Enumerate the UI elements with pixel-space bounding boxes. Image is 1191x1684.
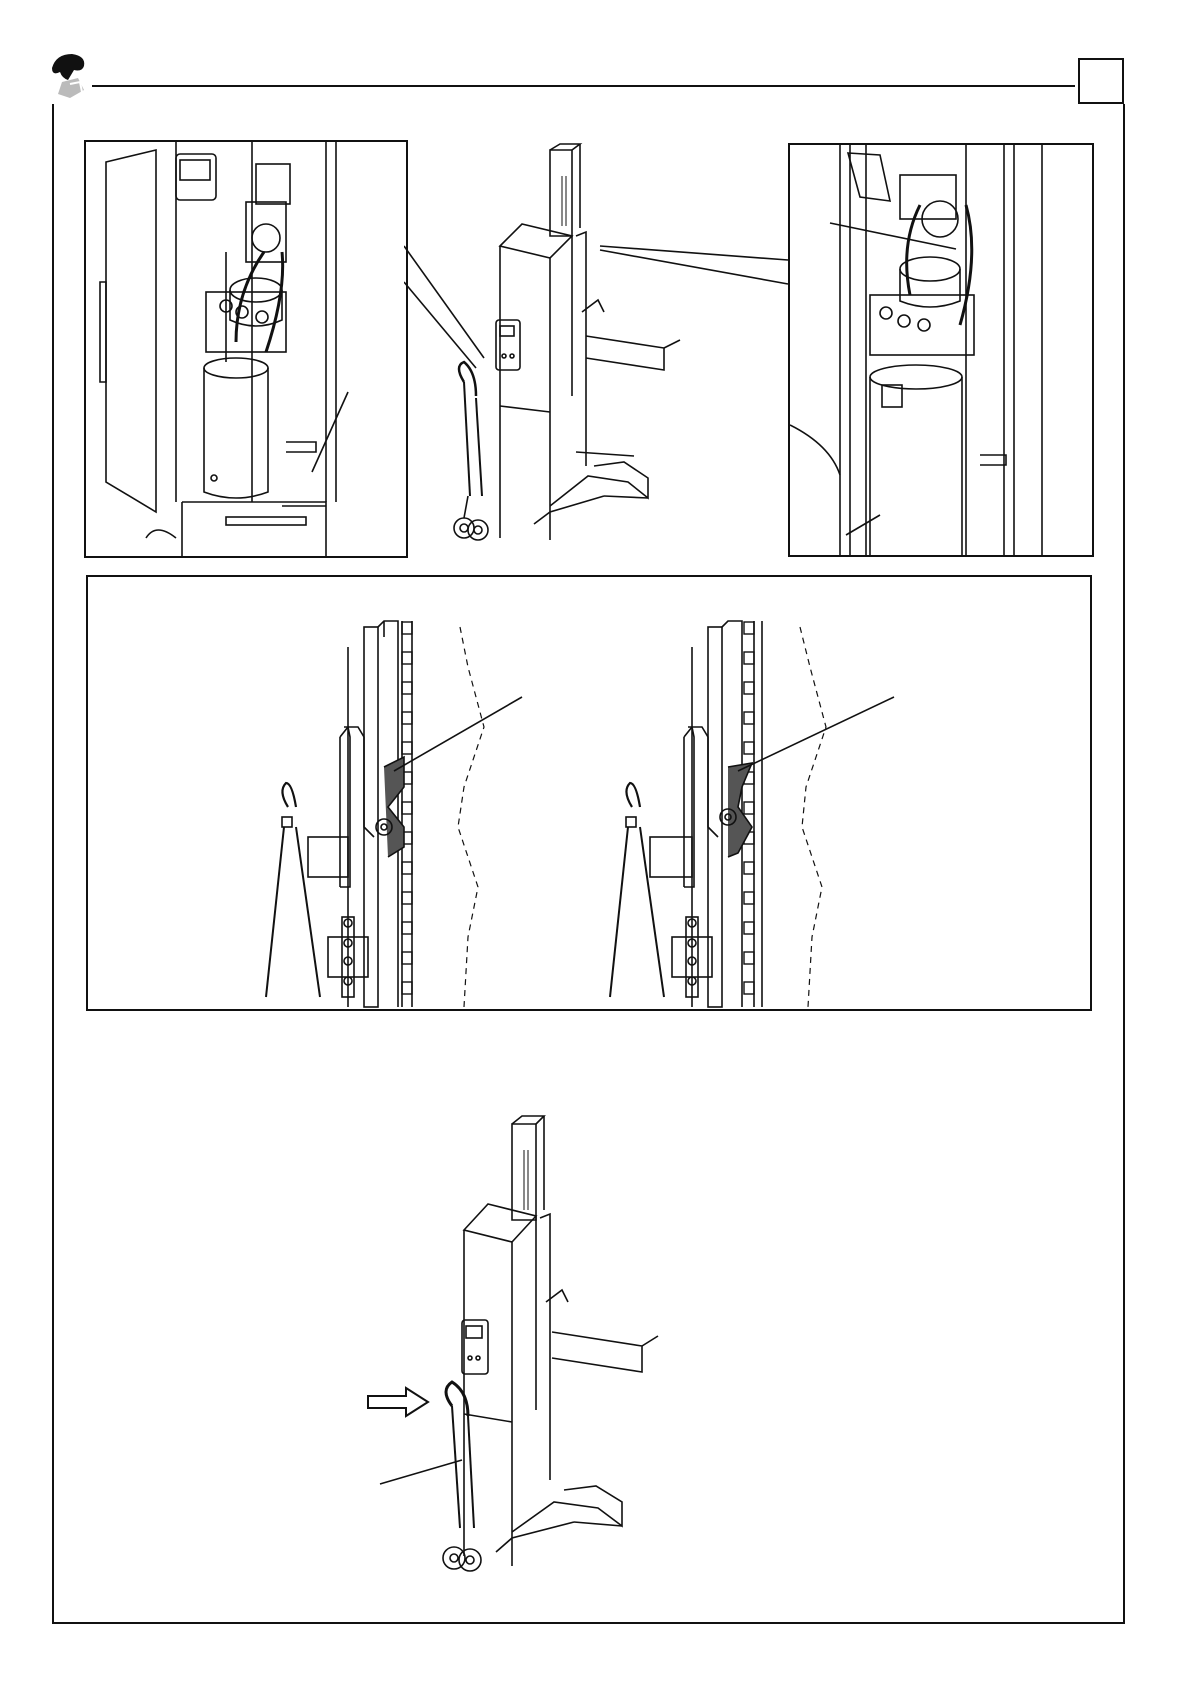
header [0, 0, 1191, 110]
arrow-right-icon [368, 1388, 428, 1416]
safety-lock-drawings [88, 577, 1090, 1009]
safety-lock-comparison [86, 575, 1092, 1011]
column-lift-handle-drawing [360, 1110, 720, 1590]
page-number-box [1078, 58, 1124, 104]
column-lift-handle-operation [360, 1110, 720, 1590]
safety-lock-right [610, 621, 894, 1007]
column-lift-overview-drawing [404, 136, 790, 556]
detail-hydraulic-unit-right [788, 143, 1094, 557]
company-logo-icon [52, 54, 84, 98]
safety-lock-left [266, 621, 522, 1007]
header-graphics [0, 0, 1191, 110]
mobile-column-lift-overview [404, 136, 790, 556]
detail-hydraulic-unit-left [84, 140, 408, 558]
hydraulic-unit-right-drawing [790, 145, 1092, 555]
hydraulic-unit-left-drawing [86, 142, 406, 556]
